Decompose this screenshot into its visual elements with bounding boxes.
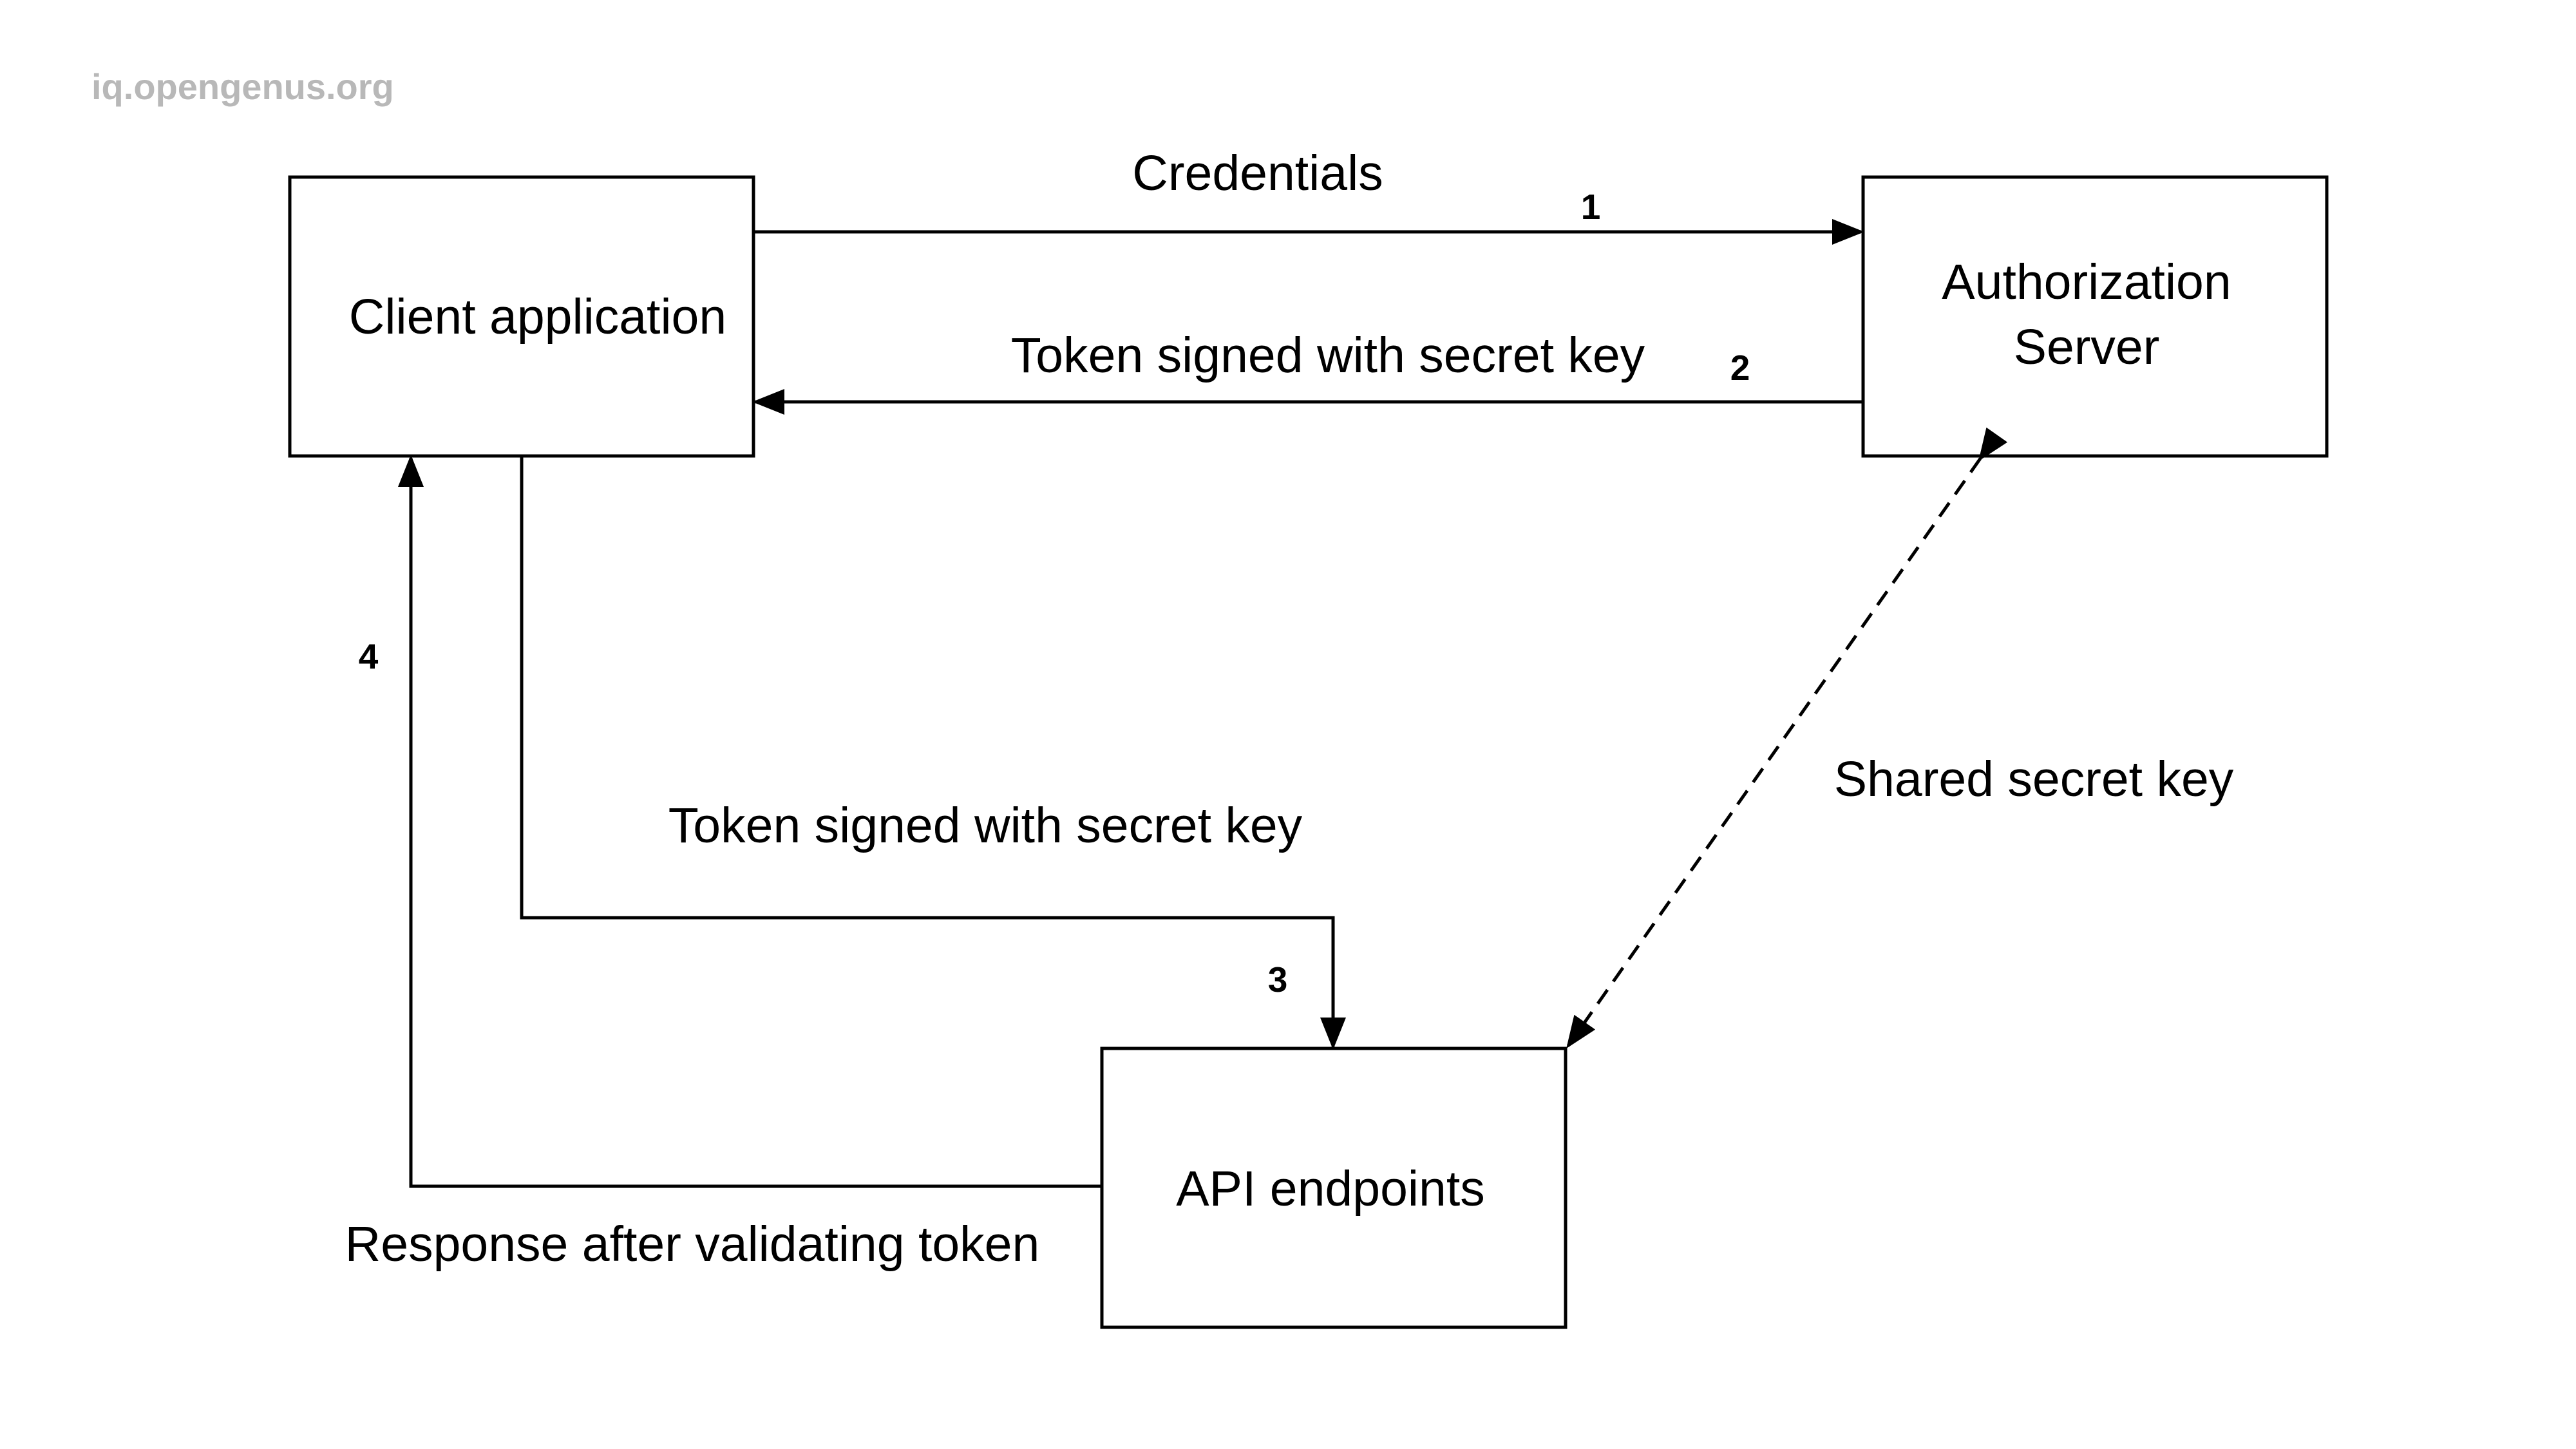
api-endpoints-label: API endpoints — [1176, 1161, 1484, 1217]
edge-token-to-client: Token signed with secret key 2 — [752, 328, 1863, 415]
client-application-label: Client application — [349, 289, 726, 345]
edge-shared-secret-key-line — [1566, 427, 2008, 1049]
edge-token-to-client-step: 2 — [1730, 348, 1750, 388]
api-endpoints-node: API endpoints — [1100, 1046, 1567, 1329]
edge-credentials-step: 1 — [1581, 187, 1601, 227]
authorization-server-box — [1861, 175, 2329, 458]
authorization-server-label-line2: Server — [2014, 319, 2160, 375]
edge-response-step: 4 — [359, 636, 379, 676]
edge-token-to-api: Token signed with secret key 3 — [520, 456, 1346, 1050]
edge-response-label: Response after validating token — [345, 1217, 1040, 1272]
edge-shared-secret-key-label: Shared secret key — [1834, 752, 2234, 807]
edge-response: Response after validating token 4 — [345, 455, 1102, 1272]
edge-credentials: Credentials 1 — [753, 146, 1864, 245]
edge-shared-secret-key: Shared secret key — [1566, 427, 2234, 1049]
edge-credentials-label: Credentials — [1132, 146, 1383, 201]
edge-token-to-api-step: 3 — [1268, 960, 1288, 999]
client-application-node: Client application — [288, 175, 755, 458]
authorization-server-node: Authorization Server — [1861, 175, 2329, 458]
watermark-text: iq.opengenus.org — [91, 66, 394, 107]
edge-response-line — [398, 455, 1102, 1188]
edge-token-to-client-label: Token signed with secret key — [1011, 328, 1645, 383]
client-application-box — [288, 175, 755, 458]
edge-token-to-api-line — [520, 456, 1346, 1050]
api-endpoints-box — [1100, 1046, 1567, 1329]
authorization-server-label-line1: Authorization — [1942, 254, 2231, 310]
edge-token-to-api-label: Token signed with secret key — [668, 798, 1303, 853]
